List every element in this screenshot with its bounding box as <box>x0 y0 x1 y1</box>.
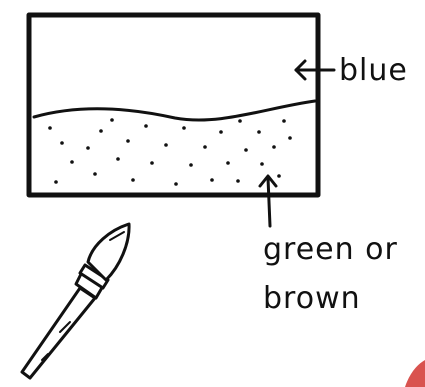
horizon-line <box>34 101 315 120</box>
ground-texture <box>48 118 292 186</box>
blue-arrow <box>296 61 334 79</box>
label-brown: brown <box>263 281 361 316</box>
canvas-frame <box>29 15 318 195</box>
paintbrush-icon <box>22 224 129 378</box>
label-blue: blue <box>339 53 408 88</box>
ground-arrow <box>260 176 276 226</box>
label-green-or: green or <box>263 232 398 267</box>
corner-accent-shape <box>405 360 425 387</box>
